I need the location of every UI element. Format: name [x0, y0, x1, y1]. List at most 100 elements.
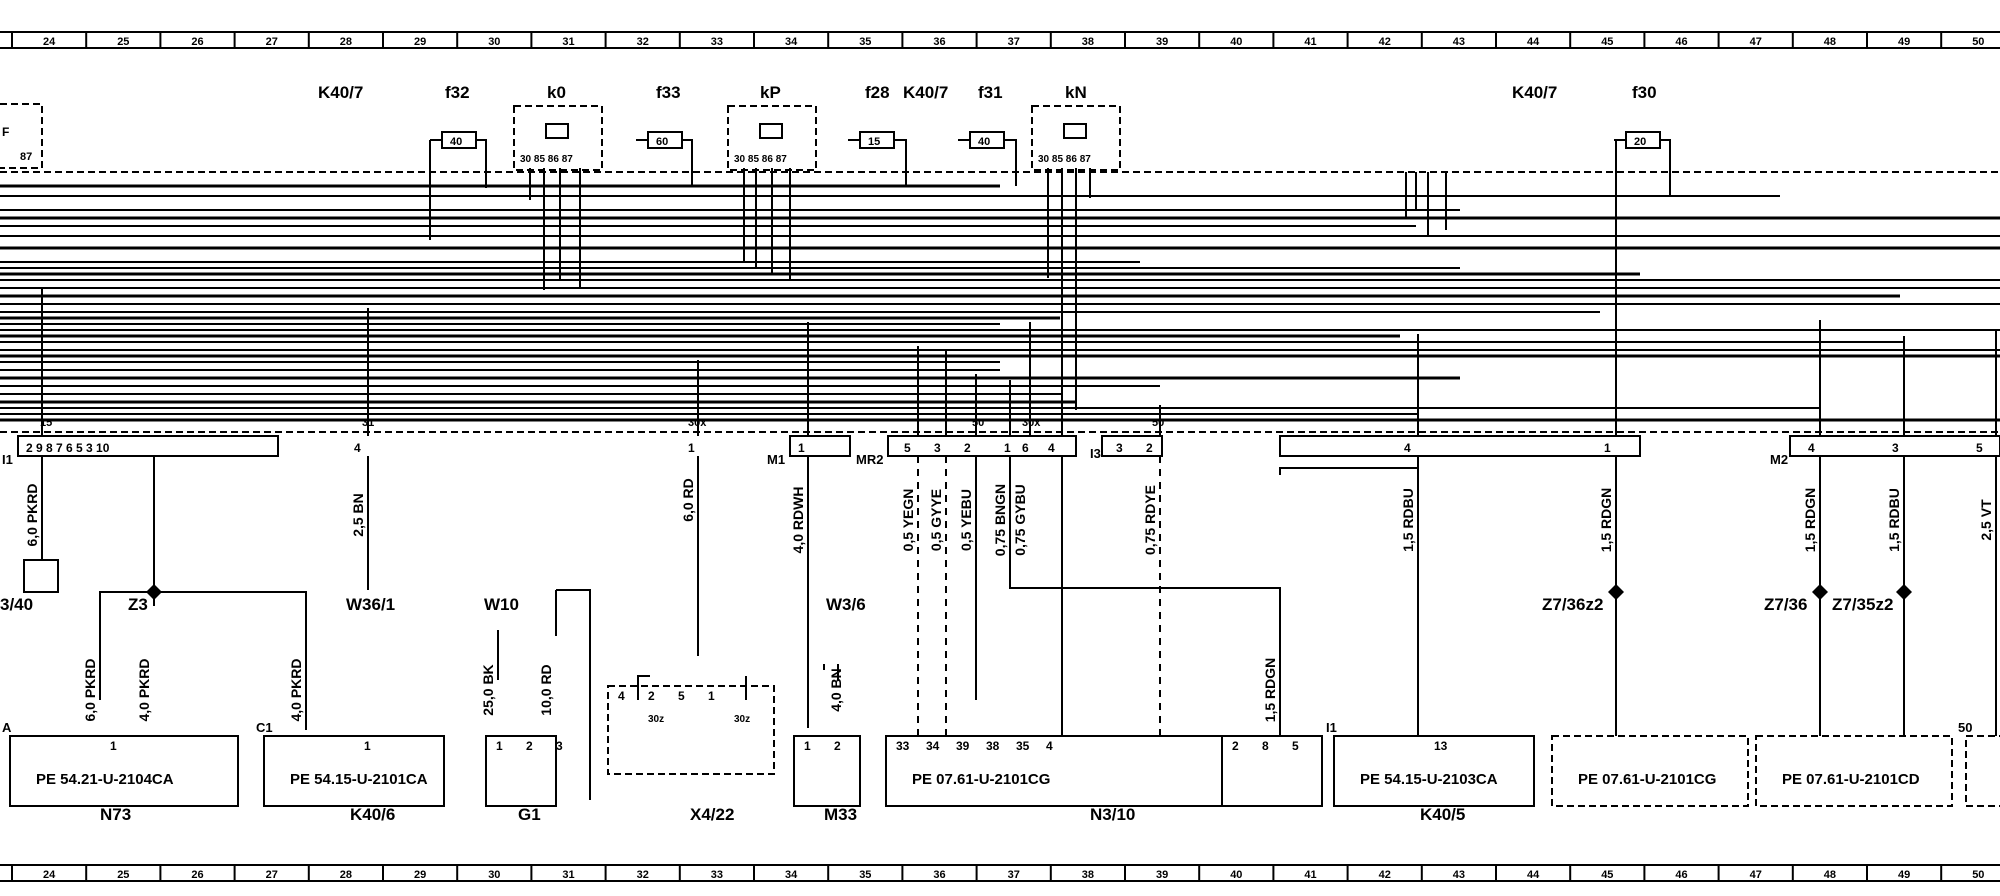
fuse-f31: 40 — [969, 131, 1005, 149]
component-box — [607, 685, 775, 775]
grid-column-number: 44 — [1527, 36, 1540, 48]
label-w10: W10 — [484, 595, 519, 614]
component-corner: C1 — [256, 720, 273, 735]
wire-label: 2,5 BN — [350, 493, 366, 537]
component-box — [1755, 735, 1953, 807]
label-z3: Z3 — [128, 595, 148, 614]
relay-k0: 30 85 86 87 — [513, 105, 603, 171]
wire-label: 1,5 RDBU — [1886, 488, 1902, 552]
node-z7-36 — [1812, 584, 1828, 600]
label-f30: f30 — [1632, 83, 1657, 102]
wire-label: 1,5 RDGN — [1598, 488, 1614, 553]
svg-text:1: 1 — [1004, 441, 1011, 455]
component-box — [485, 735, 557, 807]
svg-text:40: 40 — [450, 136, 462, 148]
grid-column-number: 39 — [1156, 36, 1168, 48]
wire-label: 6,0 PKRD — [82, 658, 98, 721]
component-pin: 5 — [678, 689, 685, 703]
svg-text:50: 50 — [972, 417, 984, 429]
svg-text:30 85 86 87: 30 85 86 87 — [520, 154, 573, 165]
component-pin: 13 — [1434, 739, 1448, 753]
grid-column-number: 48 — [1824, 869, 1836, 881]
fuse-leads — [0, 139, 1671, 410]
svg-text:50: 50 — [1152, 417, 1164, 429]
label-f28: f28 — [865, 83, 890, 102]
label-f32: f32 — [445, 83, 470, 102]
wire-label: 1,5 RDBU — [1400, 488, 1416, 552]
svg-text:3: 3 — [934, 441, 941, 455]
svg-text:2 9 8 7 6 5 3 10: 2 9 8 7 6 5 3 10 — [26, 441, 110, 455]
component-corner: 50 — [1958, 720, 1972, 735]
wire-label: 0,75 GYBU — [1012, 484, 1028, 556]
grid-column-number: 36 — [933, 869, 945, 881]
svg-text:1: 1 — [798, 441, 805, 455]
grid-column-number: 31 — [562, 36, 574, 48]
component-pin: 1 — [804, 739, 811, 753]
component-pin: 1 — [708, 689, 715, 703]
component-box — [1551, 735, 1749, 807]
component-pin: 2 — [1232, 739, 1239, 753]
component-pin: 38 — [986, 739, 1000, 753]
node-z7-36z2 — [1608, 584, 1624, 600]
grid-column-number: 43 — [1453, 869, 1465, 881]
grid-column-number: 42 — [1379, 869, 1391, 881]
component-inner-label: 30z — [648, 714, 664, 725]
component-ref: M33 — [824, 805, 857, 824]
component-pin: 2 — [526, 739, 533, 753]
svg-text:5: 5 — [904, 441, 911, 455]
svg-text:4: 4 — [1404, 441, 1411, 455]
wire-label: 4,0 PKRD — [288, 658, 304, 721]
relay-kp: 30 85 86 87 — [727, 105, 817, 171]
svg-text:1: 1 — [688, 441, 695, 455]
wire-label: 6,0 PKRD — [24, 483, 40, 546]
wire-label: 4,0 BN — [828, 668, 844, 712]
grid-column-number: 24 — [43, 869, 56, 881]
bus-lines — [0, 184, 2000, 422]
grid-column-number: 45 — [1601, 36, 1613, 48]
label-z7-36: Z7/36 — [1764, 595, 1807, 614]
component-ident: PE 07.61-U-2101CG — [912, 771, 1050, 788]
component-pin: 8 — [1262, 739, 1269, 753]
wire-label: 4,0 PKRD — [136, 658, 152, 721]
fuse-f30: 20 — [1625, 131, 1661, 149]
wire-label: 25,0 BK — [480, 664, 496, 715]
grid-column-number: 46 — [1675, 869, 1687, 881]
grid-column-number: 42 — [1379, 36, 1391, 48]
component-pin: 1 — [496, 739, 503, 753]
grid-column-number: 37 — [1008, 36, 1020, 48]
wire-label: 0,5 YEBU — [958, 489, 974, 551]
svg-text:M1: M1 — [767, 452, 785, 467]
component-ident: PE 54.15-U-2101CA — [290, 771, 428, 788]
label-kp: kP — [760, 83, 781, 102]
grid-column-number: 38 — [1082, 869, 1094, 881]
label-k40-7-c: K40/7 — [1512, 83, 1557, 102]
component-ref: G1 — [518, 805, 541, 824]
component-pin: 2 — [834, 739, 841, 753]
component-pin: 2 — [648, 689, 655, 703]
component-ref: X4/22 — [690, 805, 734, 824]
component-ref: N73 — [100, 805, 131, 824]
top-labels: K40/7 f32 k0 f33 kP f28 K40/7 f31 kN K40… — [318, 83, 1657, 102]
svg-text:4: 4 — [1048, 441, 1055, 455]
component-pin: 4 — [1046, 739, 1053, 753]
label-z7-35z2: Z7/35z2 — [1832, 595, 1893, 614]
grid-column-number: 41 — [1304, 869, 1316, 881]
grid-column-number: 39 — [1156, 869, 1168, 881]
lower-wiring — [41, 456, 1997, 800]
grid-column-number: 32 — [637, 36, 649, 48]
grid-column-number: 35 — [859, 36, 871, 48]
grid-column-number: 35 — [859, 869, 871, 881]
relay-kn: 30 85 86 87 — [1031, 105, 1121, 171]
grid-column-number: 34 — [785, 36, 798, 48]
svg-text:6: 6 — [1022, 441, 1029, 455]
svg-text:F: F — [2, 125, 9, 139]
component-ident: PE 07.61-U-2101CG — [1578, 771, 1716, 788]
component-pin: 33 — [896, 739, 910, 753]
svg-text:20: 20 — [1634, 136, 1646, 148]
left-relay-fragment: F 87 — [0, 103, 43, 169]
wire-label: 1,5 RDGN — [1262, 658, 1278, 723]
grid-column-number: 30 — [488, 869, 500, 881]
grid-column-number: 28 — [340, 869, 352, 881]
svg-text:87: 87 — [20, 151, 32, 163]
